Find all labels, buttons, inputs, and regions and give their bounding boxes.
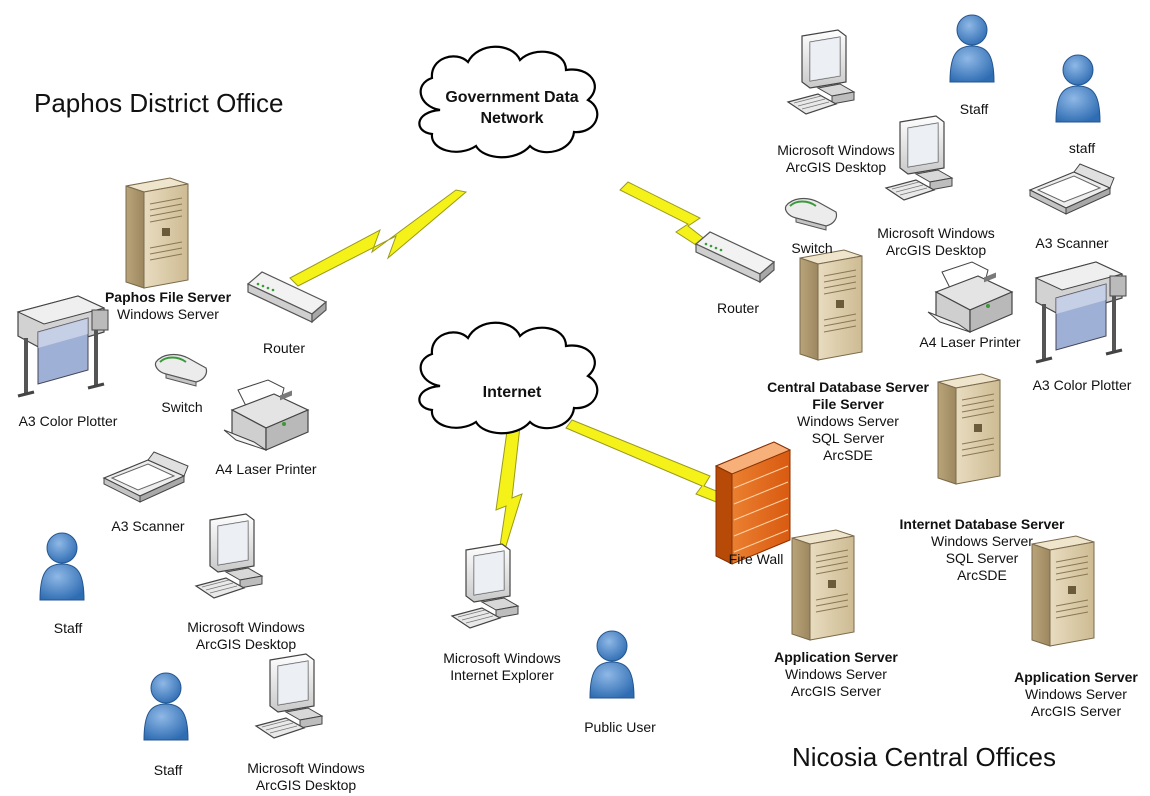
paphos-printer-icon — [223, 379, 309, 451]
paphos-workstation2-icon — [255, 653, 323, 739]
paphos-printer-label: A4 Laser Printer — [215, 461, 317, 477]
paphos-file-server-icon — [125, 177, 193, 291]
paphos-staff1-label: Staff — [53, 620, 83, 636]
internet-db-server-icon — [937, 373, 1005, 487]
public-workstation-icon — [451, 543, 519, 629]
public-user-label: Public User — [584, 719, 656, 735]
application-server1-label: Application Server Windows Server ArcGIS… — [774, 649, 898, 699]
paphos-switch-label: Switch — [161, 399, 203, 415]
nicosia-switch-label: Switch — [791, 240, 833, 256]
nicosia-staff1-icon — [949, 14, 995, 83]
nicosia-router-icon — [695, 231, 775, 283]
nicosia-staff2-icon — [1055, 54, 1101, 123]
firewall-icon — [714, 441, 792, 565]
central-db-server-label: Central Database Server File Server Wind… — [767, 379, 929, 463]
link-bolt-internet-public — [495, 423, 523, 547]
paphos-workstation1-icon — [195, 513, 263, 599]
paphos-plotter-icon — [16, 294, 110, 398]
paphos-plotter-label: A3 Color Plotter — [18, 413, 118, 429]
paphos-staff1-icon — [39, 532, 85, 601]
paphos-router-label: Router — [262, 340, 306, 356]
nicosia-scanner-icon — [1029, 163, 1115, 215]
nicosia-printer-label: A4 Laser Printer — [919, 334, 1021, 350]
public-user-icon — [589, 630, 635, 699]
cloud-internet-label: Internet — [482, 384, 542, 401]
application-server1-icon — [791, 529, 859, 643]
paphos-scanner-icon — [103, 451, 189, 503]
nicosia-router-label: Router — [716, 300, 760, 316]
paphos-staff2-icon — [143, 672, 189, 741]
nicosia-plotter-icon — [1034, 260, 1128, 364]
paphos-router-icon — [247, 271, 327, 323]
nicosia-workstation1-icon — [787, 29, 855, 115]
nicosia-printer-icon — [927, 261, 1013, 333]
paphos-switch-icon — [154, 353, 208, 387]
central-db-server-icon — [799, 249, 867, 363]
nicosia-switch-icon — [784, 197, 838, 231]
cloud-internet — [418, 321, 599, 435]
nicosia-scanner-label: A3 Scanner — [1035, 235, 1109, 251]
paphos-scanner-label: A3 Scanner — [111, 518, 185, 534]
firewall-label: Fire Wall — [728, 551, 784, 567]
cloud-gdn — [418, 45, 599, 159]
paphos-staff2-label: Staff — [153, 762, 183, 778]
region-title-nicosia: Nicosia Central Offices — [792, 742, 1056, 772]
region-title-paphos: Paphos District Office — [34, 88, 284, 118]
nicosia-staff1-label: Staff — [959, 101, 989, 117]
nicosia-plotter-label: A3 Color Plotter — [1032, 377, 1132, 393]
nicosia-workstation2-icon — [885, 115, 953, 201]
internet-db-server-label: Internet Database Server Windows Server … — [899, 516, 1065, 583]
link-bolt-paphos-gdn — [289, 189, 468, 287]
nicosia-staff2-label: staff — [1068, 140, 1096, 156]
application-server2-label: Application Server Windows Server ArcGIS… — [1014, 669, 1138, 719]
